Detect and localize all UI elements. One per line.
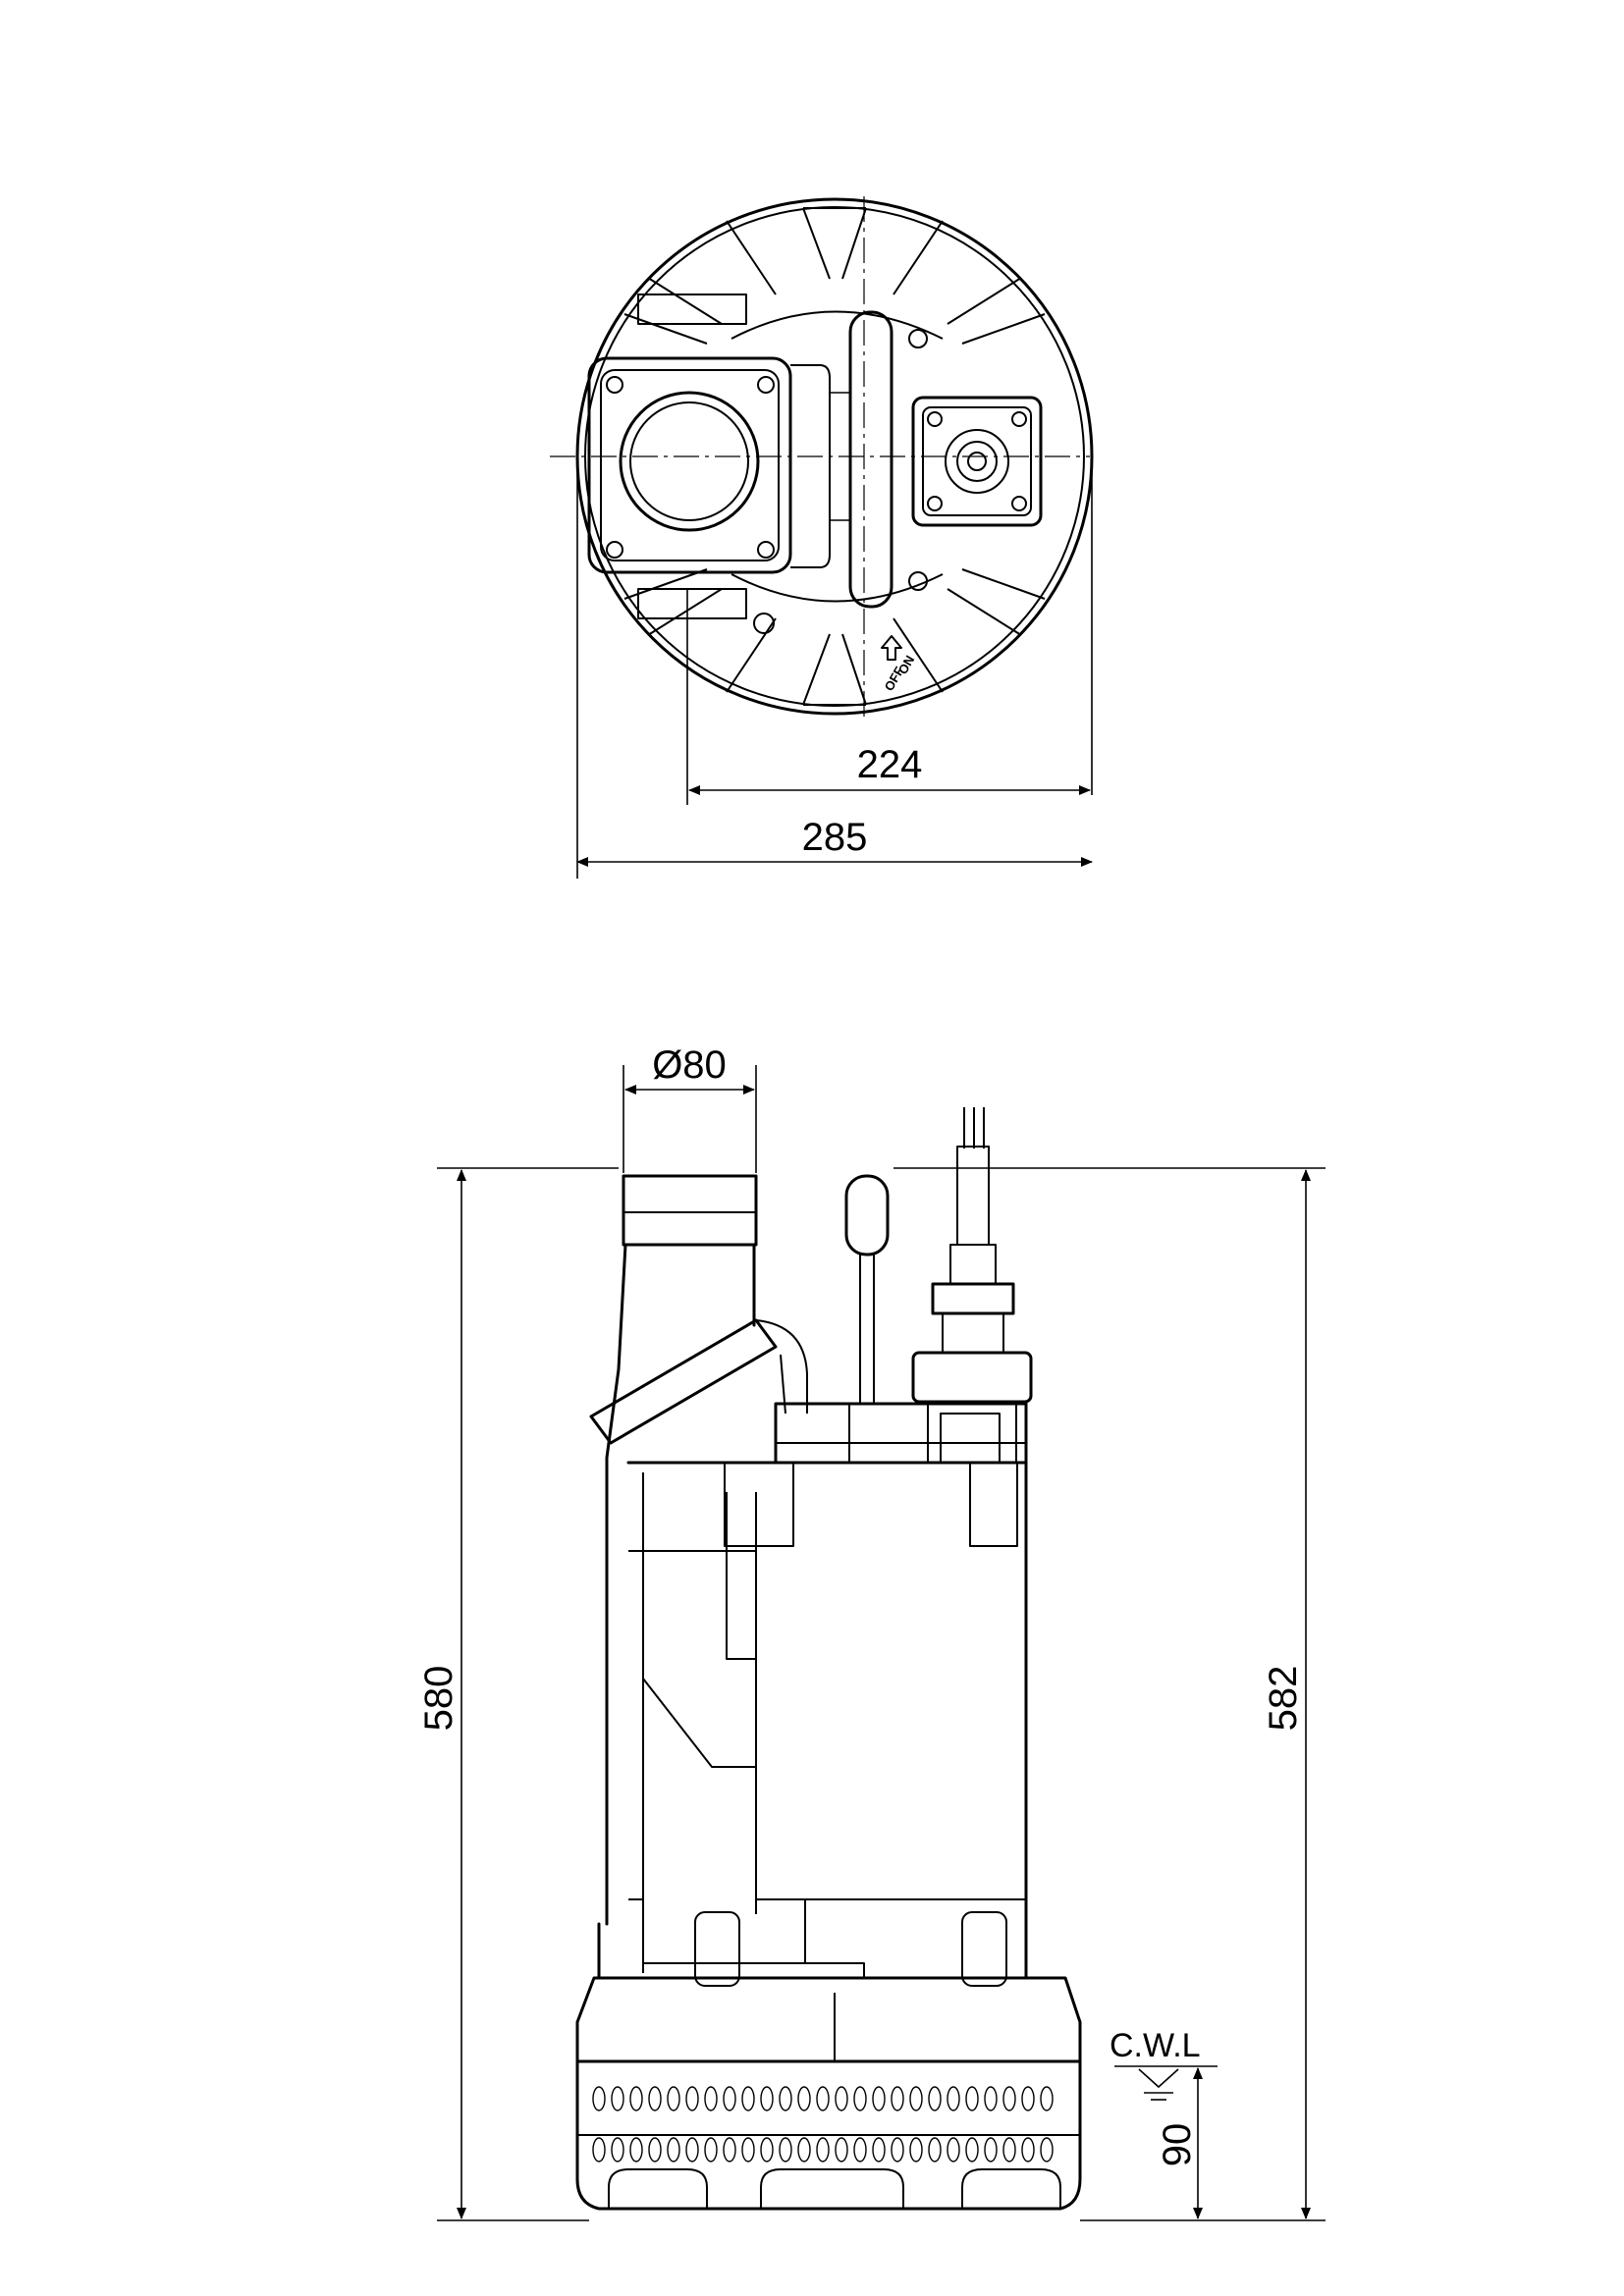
radial-ribs	[623, 207, 1046, 706]
lifting-handle	[830, 310, 928, 609]
water-level-dimension: C.W.L 90	[1110, 2027, 1218, 2219]
water-level-height-label: 90	[1156, 2123, 1199, 2167]
top-view: ON OFF 224 285	[550, 196, 1094, 879]
screw-boss	[753, 613, 775, 634]
body-outer-circle	[575, 197, 1094, 716]
strainer-hole	[797, 2137, 811, 2163]
dimension-height-left: 580	[417, 1167, 619, 2221]
strainer-hole	[779, 2086, 792, 2111]
strainer-hole	[592, 2086, 606, 2111]
strainer-hole	[816, 2086, 830, 2111]
motor-housing	[597, 1461, 1028, 1980]
strainer-hole	[872, 2086, 886, 2111]
strainer-hole	[928, 2137, 942, 2163]
strainer-hole	[1040, 2137, 1054, 2163]
height-left-label: 580	[417, 1666, 460, 1732]
strainer-hole	[741, 2137, 755, 2163]
upper-lug	[637, 294, 747, 325]
strainer-hole	[891, 2137, 904, 2163]
strainer-hole	[760, 2137, 774, 2163]
strainer-hole	[779, 2137, 792, 2163]
strainer-hole	[704, 2137, 718, 2163]
water-level-label: C.W.L	[1110, 2027, 1201, 2064]
strainer-hole	[1002, 2086, 1016, 2111]
strainer-hole	[629, 2137, 643, 2163]
dimension-outlet-diameter: Ø80	[623, 1043, 757, 1173]
strainer-hole	[928, 2086, 942, 2111]
dimension-285: 285	[576, 461, 1093, 879]
strainer-hole	[1002, 2137, 1016, 2163]
strainer-holes-row-2	[592, 2137, 1054, 2163]
cable-entry-block	[911, 396, 1043, 527]
water-level-symbol-icon	[1138, 2068, 1179, 2089]
strainer-hole	[965, 2137, 979, 2163]
strainer-hole	[909, 2137, 923, 2163]
housing-arc-top	[731, 310, 944, 340]
rotation-arrow-icon	[881, 635, 902, 661]
strainer-hole	[629, 2086, 643, 2111]
strainer-hole	[760, 2086, 774, 2111]
strainer-hole	[947, 2086, 960, 2111]
strainer-hole	[816, 2137, 830, 2163]
strainer-hole	[853, 2086, 867, 2111]
outlet-pipe	[605, 1174, 758, 1926]
strainer-hole	[835, 2086, 848, 2111]
dimension-224: 224	[686, 461, 1093, 805]
strainer-hole	[648, 2137, 662, 2163]
strainer-hole	[853, 2137, 867, 2163]
housing-arc-bottom	[731, 573, 944, 603]
strainer-hole	[667, 2086, 680, 2111]
strainer-hole	[835, 2137, 848, 2163]
strainer-hole	[741, 2086, 755, 2111]
strainer-hole	[1021, 2137, 1035, 2163]
strainer-hole	[1021, 2086, 1035, 2111]
strainer-hole	[685, 2086, 699, 2111]
strainer-hole	[797, 2086, 811, 2111]
strainer-hole	[704, 2086, 718, 2111]
strainer-hole	[611, 2086, 624, 2111]
strainer-hole	[965, 2086, 979, 2111]
side-handle	[844, 1174, 890, 1404]
strainer-hole	[872, 2137, 886, 2163]
strainer-hole	[685, 2137, 699, 2163]
strainer-hole	[611, 2137, 624, 2163]
outlet-diameter-label: Ø80	[652, 1043, 727, 1087]
discharge-flange	[587, 356, 831, 574]
dim-outer-label: 285	[802, 816, 868, 859]
dimension-height-right: 582	[893, 1167, 1326, 2221]
strainer-hole	[909, 2086, 923, 2111]
strainer-hole	[947, 2137, 960, 2163]
strainer-hole	[723, 2137, 736, 2163]
strainer-hole	[984, 2137, 998, 2163]
strainer-hole	[984, 2086, 998, 2111]
strainer-hole	[723, 2086, 736, 2111]
strainer-hole	[1040, 2086, 1054, 2111]
dim-inner-label: 224	[857, 743, 923, 786]
lower-lug	[637, 588, 747, 619]
cable-gland	[911, 1107, 1033, 1464]
side-view: Ø80	[417, 1043, 1326, 2221]
pump-base	[575, 1976, 1082, 2211]
height-right-label: 582	[1262, 1666, 1305, 1732]
strainer-hole	[667, 2137, 680, 2163]
strainer-hole	[592, 2137, 606, 2163]
strainer-hole	[648, 2086, 662, 2111]
strainer-holes-row-1	[592, 2086, 1054, 2111]
strainer-hole	[891, 2086, 904, 2111]
lower-lugs	[643, 1899, 1007, 1987]
